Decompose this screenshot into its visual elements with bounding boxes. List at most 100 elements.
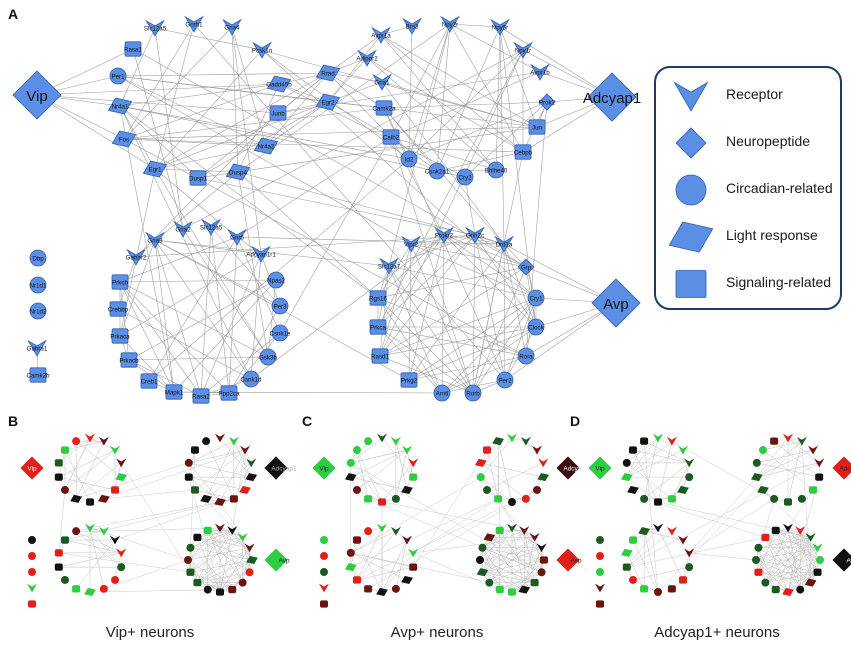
edge bbox=[775, 530, 818, 548]
mini-node bbox=[86, 498, 95, 506]
node-label: Prkcb bbox=[112, 280, 128, 287]
node-label: Cry2 bbox=[458, 175, 472, 182]
circadian-icon bbox=[464, 384, 482, 402]
edge bbox=[190, 547, 253, 561]
edge bbox=[327, 101, 392, 138]
mini-node bbox=[483, 533, 496, 542]
mini-node bbox=[109, 445, 121, 455]
edge bbox=[200, 226, 212, 397]
legend-item-circadian-related: Circadian-related bbox=[666, 170, 842, 210]
receptor-icon bbox=[184, 15, 204, 33]
edge bbox=[119, 281, 269, 358]
node-label: Adcyap1r1 bbox=[246, 252, 276, 259]
edge bbox=[773, 440, 820, 478]
edge bbox=[810, 547, 818, 583]
edge bbox=[626, 437, 659, 478]
node-csnk1d: Csnk1d bbox=[241, 370, 262, 388]
light-response-icon bbox=[225, 163, 251, 181]
edge bbox=[119, 83, 280, 107]
light-response-icon bbox=[111, 130, 137, 148]
mini-node bbox=[474, 458, 487, 467]
mini-node bbox=[319, 536, 328, 545]
light-response-icon bbox=[315, 64, 341, 82]
mini-hub-label: Adcyap1 bbox=[563, 466, 589, 473]
mini-node bbox=[807, 445, 819, 455]
edge bbox=[381, 462, 414, 503]
mini-node bbox=[596, 536, 605, 545]
edge bbox=[237, 83, 280, 173]
mini-node bbox=[214, 433, 226, 443]
edge bbox=[89, 527, 122, 568]
edge bbox=[379, 266, 527, 357]
edge bbox=[408, 23, 451, 160]
edge bbox=[787, 437, 820, 464]
mini-node bbox=[190, 446, 199, 454]
edge bbox=[436, 151, 524, 172]
edge bbox=[449, 23, 541, 73]
signaling-icon bbox=[220, 385, 238, 401]
edge bbox=[756, 440, 803, 478]
node-label: Csnk2a1 bbox=[425, 169, 450, 176]
mini-node bbox=[214, 523, 226, 533]
node-label: Gnr6 bbox=[230, 235, 244, 242]
edge bbox=[190, 572, 221, 593]
mini-node bbox=[750, 473, 763, 482]
edge bbox=[388, 23, 451, 267]
node-avpr1b: Avpr1b bbox=[530, 63, 550, 81]
node-gnrh1: Gnrh1 bbox=[184, 15, 204, 33]
signaling-icon bbox=[165, 384, 183, 400]
edge bbox=[787, 489, 814, 529]
mini-node bbox=[782, 523, 794, 533]
mini-node bbox=[245, 473, 258, 482]
mini-node bbox=[344, 563, 357, 572]
edge bbox=[480, 476, 545, 561]
edge bbox=[758, 547, 776, 590]
mini-node bbox=[518, 585, 531, 594]
mini-node bbox=[245, 568, 254, 577]
mini-node bbox=[346, 458, 355, 467]
edge bbox=[197, 547, 250, 583]
edge bbox=[250, 234, 445, 380]
legend-item-receptor: Receptor bbox=[666, 76, 842, 116]
edge bbox=[205, 441, 235, 499]
signaling-icon bbox=[124, 41, 142, 57]
mini-node bbox=[72, 585, 81, 593]
mini-node bbox=[27, 552, 36, 561]
edge bbox=[379, 326, 537, 357]
node-junb: Junb bbox=[269, 105, 287, 121]
node-label: Junb bbox=[271, 111, 285, 118]
edge bbox=[207, 530, 243, 583]
node-label: Vip bbox=[26, 88, 47, 105]
edge bbox=[765, 537, 821, 561]
mini-node bbox=[190, 486, 199, 494]
mini-node bbox=[620, 548, 633, 557]
edge bbox=[472, 234, 476, 394]
mini-hub-label: Vip bbox=[319, 466, 329, 473]
mini-node bbox=[98, 494, 110, 503]
mini-node bbox=[482, 485, 491, 494]
node-dusp4: Dusp4 bbox=[225, 163, 251, 181]
edge bbox=[489, 537, 545, 561]
edge bbox=[499, 572, 542, 590]
caption-vip-neurons: Vip+ neurons bbox=[105, 624, 195, 641]
edge bbox=[58, 552, 191, 573]
mini-node bbox=[666, 526, 677, 536]
node-label: Prkca bbox=[370, 325, 386, 332]
receptor-icon bbox=[494, 235, 514, 253]
edge bbox=[482, 547, 513, 593]
edge bbox=[327, 72, 385, 109]
edge bbox=[350, 462, 383, 503]
node-label: Npy1r bbox=[515, 48, 532, 55]
edge bbox=[356, 489, 538, 581]
node-vip: Vip bbox=[12, 70, 62, 120]
node-label: Gabbr2 bbox=[126, 255, 147, 262]
edge bbox=[499, 26, 538, 128]
mini-node bbox=[506, 523, 518, 533]
edge bbox=[486, 449, 499, 499]
edge bbox=[474, 234, 537, 328]
mini-node bbox=[84, 433, 96, 443]
node-label: Avpr1b bbox=[530, 70, 550, 77]
edge bbox=[231, 26, 267, 147]
edge bbox=[197, 537, 253, 561]
edge bbox=[123, 138, 524, 153]
